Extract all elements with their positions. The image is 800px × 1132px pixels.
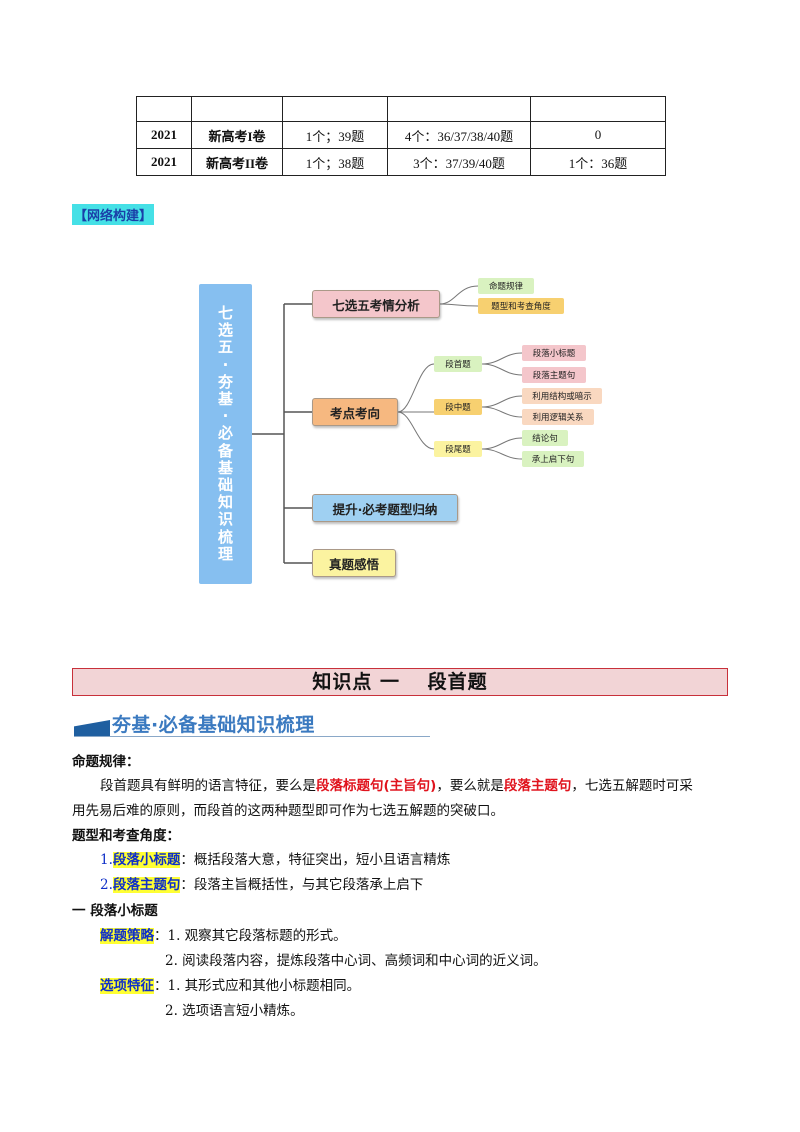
root-char: · [222,407,229,426]
leaf-xiaobiaoti: 段落小标题 [522,345,586,361]
root-char: 选 [217,321,233,340]
strategy-line1: 解题策略：1. 观察其它段落标题的形式。 [100,924,347,944]
option-line1: 选项特征：1. 其形式应和其他小标题相同。 [100,974,360,994]
tixing-heading: 题型和考查角度： [72,828,180,844]
subsection-title: 夯基·必备基础知识梳理 [112,714,315,736]
text: ：1. 其形式应和其他小标题相同。 [154,978,361,994]
root-char: 五 [217,338,233,357]
root-char: 备 [217,441,233,460]
leaf-chengshang: 承上启下句 [522,451,584,467]
heading-underline [74,736,430,737]
table-cell: 1个；38题 [282,148,388,176]
text: ，要么就是 [436,778,504,794]
highlight-red: 段落标题句(主旨句) [316,778,437,794]
root-char: 梳 [217,527,233,546]
mingti-paragraph-line1: 段首题具有鲜明的语言特征，要么是段落标题句(主旨句)，要么就是段落主题句，七选五… [100,774,693,794]
branch-exam-analysis: 七选五考情分析 [312,290,440,318]
leaf-mingti-guilv: 命题规律 [478,278,534,294]
root-char: 必 [217,424,233,443]
section-title: 知识点 一 段首题 [72,668,728,696]
mingti-paragraph-line2: 用先易后难的原则，而段首的这两种题型即可作为七选五解题的突破口。 [72,803,504,819]
table-row: 2021 新高考II卷 1个；38题 3个：37/39/40题 1个：36题 [136,148,666,176]
option-line2: 2. 选项语言短小精炼。 [165,1003,304,1019]
text: ：概括段落大意，特征突出，短小且语言精炼 [180,852,451,868]
item-number: 2. [100,877,113,893]
root-char: 基 [217,458,233,477]
exam-stats-table: 2021 新高考I卷 1个；39题 4个：36/37/38/40题 0 2021… [136,96,666,176]
table-cell: 新高考II卷 [191,148,283,176]
subsection-heading: 夯基·必备基础知识梳理 [74,708,430,740]
table-cell: 3个：37/39/40题 [387,148,531,176]
leaf-zhutiju: 段落主题句 [522,367,586,383]
table-cell: 4个：36/37/38/40题 [387,121,531,149]
network-build-label: 【网络构建】 [72,204,155,225]
branch-improve: 提升·必考题型归纳 [312,494,458,522]
mingti-heading: 命题规律： [72,754,140,770]
node-duanwei: 段尾题 [434,441,482,457]
root-char: · [222,355,229,374]
leaf-jielunju: 结论句 [522,430,568,446]
leaf-jiegou: 利用结构或暗示 [522,388,602,404]
table-cell [282,96,388,122]
tixing-item-2: 2.段落主题句：段落主旨概括性，与其它段落承上启下 [100,873,423,893]
table-cell: 新高考I卷 [191,121,283,149]
root-char: 七 [217,303,233,322]
leaf-tixing-jiaodu: 题型和考查角度 [478,298,564,314]
heading-bar-decoration [74,720,110,736]
highlight-term: 段落主题句 [112,877,181,893]
highlight-red: 段落主题句 [503,778,572,794]
branch-test-points: 考点考向 [312,398,398,426]
text: 段首题具有鲜明的语言特征，要么是 [100,778,316,794]
root-char: 夯 [217,372,233,391]
text: ：1. 观察其它段落标题的形式。 [154,928,347,944]
root-char: 理 [217,544,233,563]
mindmap-root: 七 选 五 · 夯 基 · 必 备 基 础 知 识 梳 理 [199,284,252,584]
table-cell: 2021 [136,148,192,176]
highlight-term: 解题策略 [100,928,154,944]
root-char: 基 [217,389,233,408]
root-char: 识 [217,510,233,529]
table-cell: 1个：36题 [530,148,666,176]
table-cell: 1个；39题 [282,121,388,149]
highlight-term: 段落小标题 [112,852,181,868]
root-char: 础 [217,476,233,494]
table-row: 2021 新高考I卷 1个；39题 4个：36/37/38/40题 0 [136,121,666,149]
branch-real-questions: 真题感悟 [312,549,396,577]
node-duanshou: 段首题 [434,356,482,372]
text: ：段落主旨概括性，与其它段落承上启下 [180,877,424,893]
highlight-term: 选项特征 [100,978,154,994]
strategy-line2: 2. 阅读段落内容，提炼段落中心词、高频词和中心词的近义词。 [165,953,547,969]
root-char: 知 [217,493,233,512]
text: ，七选五解题时可采 [571,778,693,794]
node-duanzhong: 段中题 [434,399,482,415]
item-number: 1. [100,852,113,868]
tixing-item-1: 1.段落小标题：概括段落大意，特征突出，短小且语言精炼 [100,848,450,868]
part1-heading: 一 段落小标题 [72,903,158,919]
table-cell: 2021 [136,121,192,149]
leaf-luoji: 利用逻辑关系 [522,409,594,425]
